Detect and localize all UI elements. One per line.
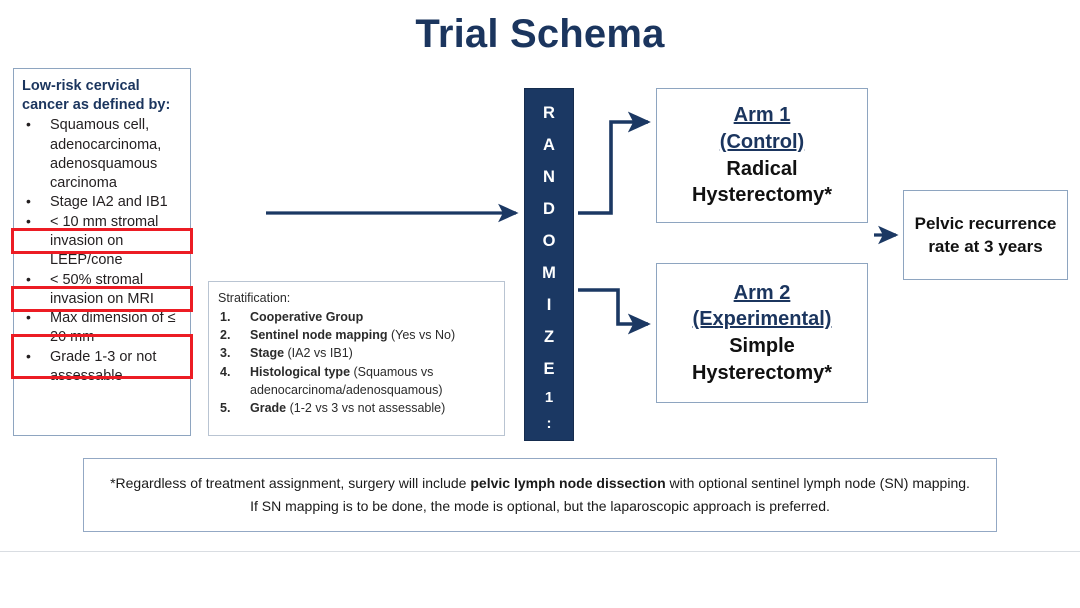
footnote-box: *Regardless of treatment assignment, sur… (83, 458, 997, 532)
randomize-ratio-digit: 1 (544, 440, 554, 458)
stratification-detail: (IA2 vs IB1) (284, 346, 353, 361)
list-item: • Grade 1-3 or not assessable (22, 348, 184, 387)
primary-outcome-box: Pelvic recurrence rate at 3 years (903, 190, 1068, 280)
randomize-letter: I (546, 296, 552, 314)
randomize-letter: E (543, 360, 555, 378)
arm-2-subtitle: (Experimental) (692, 308, 832, 331)
outcome-text: Pelvic recurrence rate at 3 years (914, 213, 1057, 256)
eligibility-item-text: Stage IA2 and IB1 (50, 194, 168, 211)
arm-2-title: Arm 2 (733, 281, 791, 304)
eligibility-item-text: Max dimension of ≤ 20 mm (50, 310, 176, 346)
stratification-heading: Stratification: (218, 291, 291, 305)
list-item: • Stage IA2 and IB1 (22, 193, 184, 212)
randomize-ratio-colon: : (546, 414, 552, 432)
footnote-emphasis: pelvic lymph node dissection (470, 475, 666, 491)
arm-1-subtitle: (Control) (719, 130, 805, 153)
randomize-letter: M (542, 264, 556, 282)
eligibility-item-text: < 50% stromal invasion on MRI (50, 271, 154, 307)
slide-footer: 2023 ASCO ® ANNUAL MEETING #ASCO23 PRESE… (0, 552, 1080, 608)
randomize-letter: D (543, 200, 555, 218)
eligibility-item-text: Grade 1-3 or not assessable (50, 348, 157, 384)
stratification-list: Cooperative Group Sentinel node mapping … (218, 308, 496, 417)
footnote-tail: with optional sentinel lymph node (SN) m… (250, 475, 970, 514)
eligibility-item-text: < 10 mm stromal invasion on LEEP/cone (50, 213, 159, 269)
bullet-icon: • (26, 309, 31, 326)
list-item: • Max dimension of ≤ 20 mm (22, 309, 184, 348)
randomization-bar: R A N D O M I Z E 1 : 1 (524, 88, 574, 458)
list-item: Sentinel node mapping (Yes vs No) (218, 326, 496, 344)
list-item: Histological type (Squamous vs adenocarc… (218, 363, 496, 399)
list-item: • Squamous cell, adenocarcinoma, adenosq… (22, 116, 184, 193)
eligibility-heading: Low-risk cervical cancer as defined by: (22, 78, 171, 114)
arm-2-procedure: Simple Hysterectomy* (691, 335, 833, 384)
list-item: Grade (1-2 vs 3 vs not assessable) (218, 399, 496, 417)
stratification-detail: (Squamous vs adenocarcinoma/adenosquamou… (250, 364, 443, 397)
stratification-factor: Grade (250, 400, 287, 415)
bullet-icon: • (26, 193, 31, 210)
footer-divider (0, 551, 1080, 552)
arm-1-procedure: Radical Hysterectomy* (691, 157, 833, 207)
list-item: • < 10 mm stromal invasion on LEEP/cone (22, 213, 184, 271)
stratification-factor: Stage (250, 346, 285, 361)
bullet-icon: • (26, 212, 31, 229)
eligibility-list: • Squamous cell, adenocarcinoma, adenosq… (22, 116, 184, 386)
arrow-randomize-to-arm1 (578, 111, 651, 215)
bullet-icon: • (26, 116, 31, 133)
randomize-ratio-digit: 1 (544, 389, 554, 406)
stratification-factor: Cooperative Group (250, 310, 364, 325)
arm-2-box: Arm 2 (Experimental) Simple Hysterectomy… (656, 263, 868, 403)
eligibility-criteria-box: Low-risk cervical cancer as defined by: … (13, 68, 191, 436)
randomize-letter: A (543, 136, 555, 154)
bullet-icon: • (26, 270, 31, 287)
stratification-factor: Histological type (250, 364, 351, 379)
arrow-randomize-to-arm2 (578, 288, 651, 335)
list-item: Stage (IA2 vs IB1) (218, 344, 496, 362)
stratification-box: Stratification: Cooperative Group Sentin… (208, 281, 505, 436)
randomize-letter: R (543, 104, 555, 122)
randomize-letter: O (542, 232, 556, 250)
bullet-icon: • (26, 347, 31, 364)
footnote-lead: *Regardless of treatment assignment, sur… (110, 475, 471, 491)
footnote-text: *Regardless of treatment assignment, sur… (106, 472, 974, 517)
stratification-detail: (1-2 vs 3 vs not assessable) (286, 400, 446, 415)
eligibility-item-text: Squamous cell, adenocarcinoma, adenosqua… (50, 117, 162, 192)
stratification-factor: Sentinel node mapping (250, 328, 388, 343)
page-title: Trial Schema (415, 12, 665, 56)
list-item: Cooperative Group (218, 308, 496, 326)
randomize-letter: Z (543, 328, 555, 346)
stratification-detail: (Yes vs No) (387, 328, 456, 343)
arm-1-title: Arm 1 (733, 104, 791, 127)
arm-1-box: Arm 1 (Control) Radical Hysterectomy* (656, 88, 868, 223)
randomize-letter: N (543, 168, 555, 186)
list-item: • < 50% stromal invasion on MRI (22, 271, 184, 310)
